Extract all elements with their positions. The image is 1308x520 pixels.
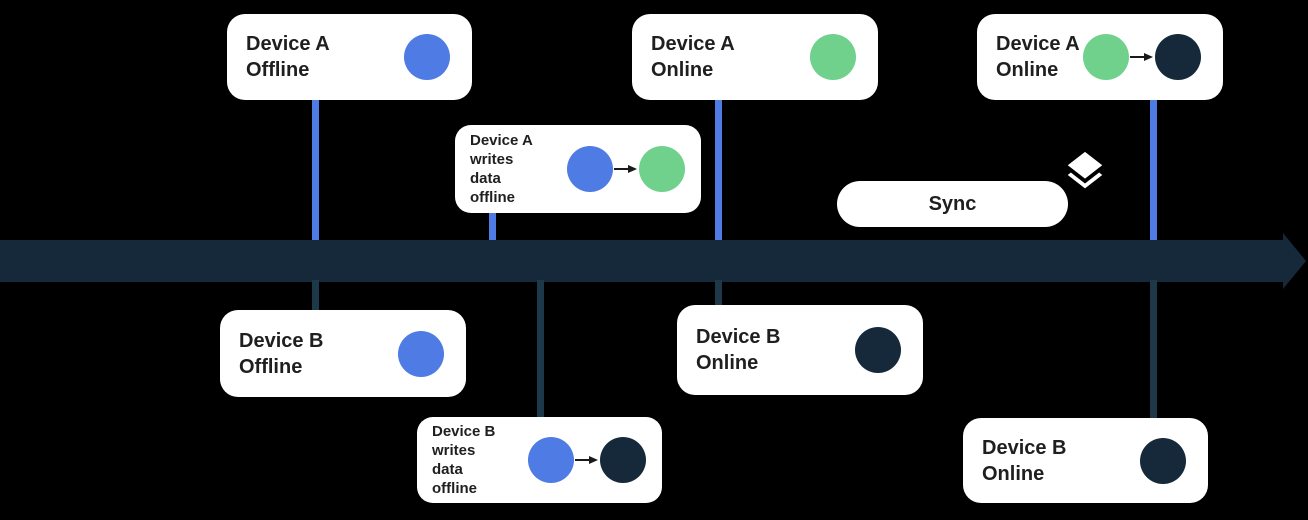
card-label: Device A Online	[651, 33, 735, 81]
state-dots	[567, 146, 685, 192]
sync-label: Sync	[928, 192, 977, 215]
card-device-b-writes-data-offline: Device B writes data offline	[417, 417, 662, 503]
layers-icon	[1067, 151, 1103, 189]
offline-state-dot	[404, 34, 450, 80]
transition-arrow-icon	[1130, 53, 1153, 61]
sync-label-pill: Sync	[837, 181, 1068, 227]
connector-device-a-online-synced	[1150, 98, 1157, 240]
online-state-dot	[810, 34, 856, 80]
state-dots	[1140, 437, 1186, 484]
card-device-b-online-synced: Device B Online	[963, 418, 1208, 503]
card-label: Device B Online	[696, 326, 781, 374]
card-label: Device B Offline	[239, 329, 324, 378]
card-label: Device A writes data offline	[470, 132, 533, 206]
offline-state-dot	[528, 437, 574, 483]
card-label: Device A Online	[996, 33, 1080, 81]
online-state-dot	[1083, 34, 1129, 80]
timeline-arrow	[0, 233, 1306, 289]
connector-device-b-online	[715, 280, 722, 307]
connector-device-b-offline	[312, 280, 319, 312]
card-device-b-offline: Device B Offline	[220, 310, 466, 397]
card-device-a-writes-data-offline: Device A writes data offline	[455, 125, 701, 213]
offline-state-dot	[567, 146, 613, 192]
write-state-dot	[600, 437, 646, 483]
connector-device-b-online-synced	[1150, 280, 1157, 420]
state-dots	[1083, 34, 1201, 80]
state-dots	[398, 330, 444, 377]
state-dots	[404, 34, 450, 80]
write-state-dot	[639, 146, 685, 192]
transition-arrow-icon	[575, 456, 598, 464]
card-label: Device A Offline	[246, 33, 330, 81]
synced-state-dot	[1155, 34, 1201, 80]
connector-device-a-online	[715, 98, 722, 240]
online-state-dot	[1140, 437, 1186, 484]
connector-device-b-writes	[537, 280, 544, 419]
connector-device-a-writes	[489, 209, 496, 240]
card-device-b-online: Device B Online	[677, 305, 923, 395]
offline-state-dot	[398, 330, 444, 377]
state-dots	[855, 327, 901, 373]
connector-device-a-offline	[312, 98, 319, 240]
state-dots	[810, 34, 856, 80]
card-device-a-online: Device A Online	[632, 14, 878, 100]
state-dots	[528, 437, 646, 483]
card-label: Device B Online	[982, 436, 1067, 485]
card-device-a-online-synced: Device A Online	[977, 14, 1223, 100]
card-label: Device B writes data offline	[432, 423, 496, 497]
online-state-dot	[855, 327, 901, 373]
transition-arrow-icon	[614, 165, 637, 173]
card-device-a-offline: Device A Offline	[227, 14, 472, 100]
